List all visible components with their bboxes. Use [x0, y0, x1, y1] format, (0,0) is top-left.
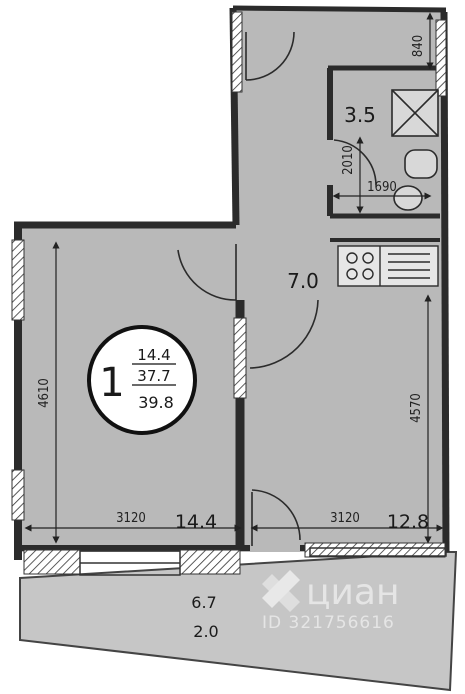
kitchen-width-label: 3120: [330, 511, 360, 526]
wall-hatching: [11, 11, 447, 575]
watermark-brand: циан: [306, 572, 400, 613]
hall-area-label: 7.0: [287, 269, 319, 293]
watermark: циан ID 321756616: [262, 570, 400, 633]
living-length-label: 4610: [37, 378, 52, 408]
badge-living-area: 14.4: [137, 346, 170, 364]
balcony-reduced-label: 2.0: [193, 622, 218, 641]
watermark-id: ID 321756616: [262, 613, 395, 633]
bath-area-label: 3.5: [344, 103, 376, 127]
rooms-count-label: 1: [99, 360, 124, 406]
top-right-dimension-label: 840: [411, 35, 426, 57]
bathroom-fixtures: [391, 89, 439, 211]
living-width-label: 3120: [116, 511, 146, 526]
watermark-logo-icon: [262, 570, 300, 612]
windows: [79, 547, 447, 576]
dimension-lines: [24, 12, 444, 544]
balcony-area-label: 6.7: [191, 593, 216, 612]
bath-height-label: 2010: [341, 145, 356, 175]
kitchen-length-label: 4570: [409, 393, 424, 423]
bath-width-label: 1690: [367, 180, 397, 195]
kitchen-equipment: [337, 245, 439, 287]
badge-area-with-balcony: 39.8: [138, 393, 174, 412]
apartment-badge: 1 14.4 37.7 39.8: [87, 325, 197, 435]
doors: [177, 31, 377, 546]
living-area-label: 14.4: [175, 511, 217, 533]
badge-total-area: 37.7: [137, 367, 170, 385]
kitchen-area-label: 12.8: [387, 511, 429, 533]
